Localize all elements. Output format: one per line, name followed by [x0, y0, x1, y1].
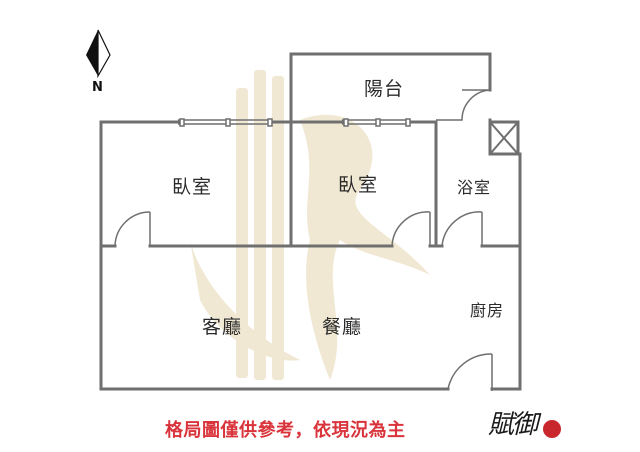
north-label: N	[92, 80, 103, 95]
room-label-bedroom-1: 臥室	[172, 176, 213, 198]
red-seal-icon	[543, 420, 561, 438]
north-arrow-icon	[86, 29, 111, 79]
windows	[178, 118, 493, 391]
room-label-dining-room: 餐廳	[322, 316, 363, 338]
room-label-bathroom: 浴室	[457, 178, 492, 197]
room-label-kitchen: 廚房	[470, 301, 505, 320]
brand-logo: 賦御	[488, 410, 538, 440]
doors	[114, 89, 493, 390]
disclaimer-text: 格局圖僅供參考，依現況為主	[165, 420, 406, 441]
bathroom-fixture-icon	[489, 121, 519, 155]
walls	[99, 52, 522, 391]
room-label-living-room: 客廳	[202, 316, 243, 338]
room-label-bedroom-2: 臥室	[338, 174, 379, 196]
room-label-balcony: 陽台	[364, 78, 405, 100]
